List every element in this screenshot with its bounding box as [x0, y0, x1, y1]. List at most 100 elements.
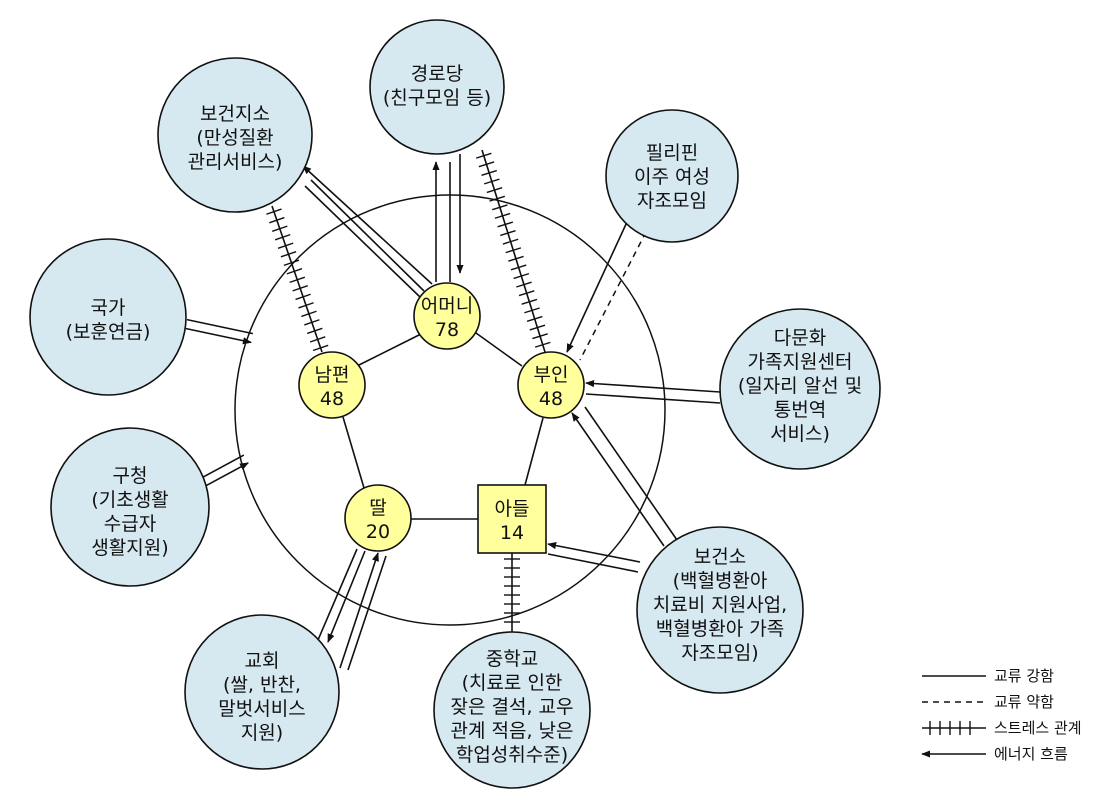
- node-church-label: (쌀, 반찬,: [223, 674, 301, 696]
- member-wife-name: 부인: [534, 364, 569, 386]
- legend-item-energy: 에너지 흐름: [921, 745, 1068, 763]
- node-public-health-label: (백혈병환아: [673, 570, 768, 592]
- link-multicultural-center-wife: [585, 379, 721, 404]
- family-link-husband-daughter: [342, 416, 365, 489]
- node-state: 국가(보훈연금): [29, 238, 187, 396]
- node-district-office-label: (기초생활: [91, 489, 168, 511]
- node-church-label: 교회: [245, 650, 280, 672]
- node-health-center-label: (만성질환: [196, 127, 273, 149]
- node-public-health-label: 보건소: [694, 546, 746, 568]
- link-state-family: [184, 318, 254, 345]
- link-public-health-wife: [571, 406, 678, 547]
- node-middle-school-label: 학업성취수준): [456, 744, 568, 766]
- node-middle-school-circle: [433, 631, 591, 789]
- node-health-center-circle: [157, 57, 313, 213]
- family-link-wife-son: [524, 417, 544, 486]
- node-filipino-group-label: 자조모임: [637, 190, 707, 212]
- member-husband-age: 48: [320, 388, 344, 410]
- node-public-health-label: 치료비 지원사업,: [653, 594, 787, 616]
- legend-stress-line: [922, 721, 986, 735]
- link-health-center-husband-stress: [266, 205, 329, 353]
- legend-label: 교류 약함: [994, 693, 1054, 711]
- node-church-label: 말벗서비스: [218, 698, 305, 720]
- relationship-lines: [184, 149, 721, 671]
- member-daughter-age: 20: [366, 521, 390, 543]
- family-link-mother-wife: [475, 332, 523, 367]
- node-senior-center-circle: [369, 19, 505, 155]
- node-public-health-circle: [636, 526, 804, 694]
- member-husband-circle: [298, 351, 366, 419]
- member-son-square: [477, 484, 547, 554]
- family-link-mother-husband: [354, 333, 422, 368]
- node-middle-school-label: (치료로 인한: [462, 672, 563, 694]
- node-senior-center-label: (친구모임 등): [383, 87, 491, 109]
- node-district-office-label: 생활지원): [91, 537, 168, 559]
- legend-item-stress: 스트레스 관계: [922, 719, 1082, 737]
- node-filipino-group-label: 이주 여성: [634, 166, 710, 188]
- node-district-office-label: 수급자: [104, 513, 156, 535]
- link-church-daughter: [317, 548, 387, 671]
- node-multicultural-center-label: 가족지원센터: [748, 351, 853, 373]
- legend-label: 스트레스 관계: [994, 719, 1082, 737]
- member-wife-circle: [517, 351, 585, 419]
- link-middle-school-son-stress: [504, 553, 520, 632]
- node-multicultural-center-label: (일자리 알선 및: [738, 375, 862, 397]
- link-senior-center-mother: [432, 154, 464, 282]
- node-middle-school-label: 관계 적음, 낮은: [451, 720, 574, 742]
- legend-item-strong: 교류 강함: [922, 667, 1054, 685]
- node-church-circle: [184, 614, 340, 770]
- node-state-label: 국가: [91, 297, 126, 319]
- node-church-label: 지원): [241, 722, 283, 744]
- node-district-office-circle: [50, 427, 210, 587]
- link-filipino-group-wife-weak: [579, 231, 647, 361]
- member-daughter: 딸20: [344, 484, 412, 552]
- link-health-center-mother: [302, 165, 433, 298]
- member-mother-age: 78: [435, 319, 459, 341]
- node-health-center-label: 관리서비스): [188, 151, 283, 173]
- legend-item-weak: 교류 약함: [922, 693, 1054, 711]
- member-daughter-name: 딸: [369, 497, 386, 519]
- node-public-health-label: 백혈병환아 가족: [656, 618, 784, 640]
- node-filipino-group-circle: [605, 109, 739, 243]
- node-multicultural-center-circle: [719, 308, 881, 470]
- link-filipino-group-wife: [566, 221, 628, 353]
- node-senior-center: 경로당(친구모임 등): [369, 19, 505, 155]
- node-health-center-label: 보건지소: [200, 103, 270, 125]
- member-son-name: 아들: [495, 498, 530, 520]
- node-multicultural-center-label: 통번역: [774, 399, 826, 421]
- node-senior-center-label: 경로당: [411, 63, 463, 85]
- member-mother-name: 어머니: [421, 295, 473, 317]
- node-multicultural-center-label: 다문화: [774, 327, 826, 349]
- legend-label: 에너지 흐름: [994, 745, 1068, 763]
- node-middle-school-label: 중학교: [486, 648, 538, 670]
- node-public-health-label: 자조모임): [681, 642, 758, 664]
- node-multicultural-center-label: 서비스): [770, 423, 830, 445]
- node-middle-school-label: 잦은 결석, 교우: [451, 696, 574, 718]
- member-son-age: 14: [500, 522, 524, 544]
- member-mother-circle: [413, 282, 481, 350]
- link-public-health-son: [547, 542, 641, 573]
- legend-label: 교류 강함: [994, 667, 1054, 685]
- link-senior-center-wife-stress: [475, 149, 551, 353]
- member-daughter-circle: [344, 484, 412, 552]
- member-husband-name: 남편: [315, 364, 350, 386]
- member-wife-age: 48: [539, 388, 563, 410]
- family-connection-lines: [342, 332, 544, 520]
- node-state-circle: [29, 238, 187, 396]
- node-district-office-label: 구청: [113, 465, 148, 487]
